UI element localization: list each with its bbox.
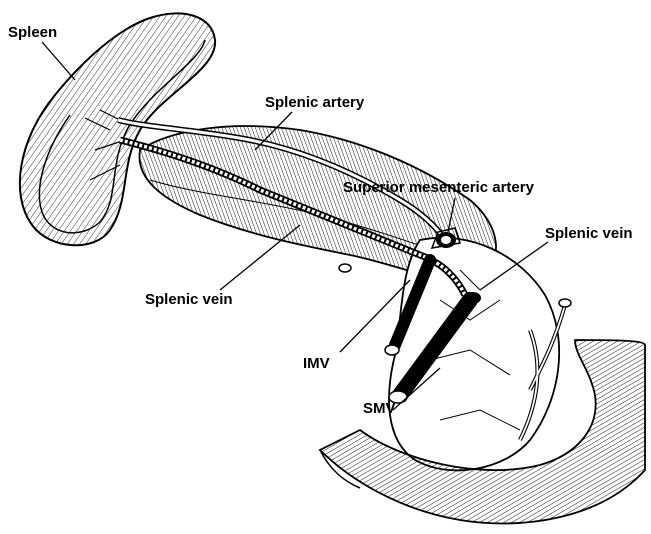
- smv-label: SMV: [363, 401, 396, 416]
- superior-mesenteric-artery-label: Superior mesenteric artery: [343, 180, 534, 195]
- spleen-label: Spleen: [8, 25, 57, 40]
- imv-label: IMV: [303, 356, 330, 371]
- pancreas-head: [389, 238, 559, 471]
- splenic-vein-label-left: Splenic vein: [145, 292, 233, 307]
- splenic-vein-label-right: Splenic vein: [545, 226, 633, 241]
- splenic-artery-label: Splenic artery: [265, 95, 364, 110]
